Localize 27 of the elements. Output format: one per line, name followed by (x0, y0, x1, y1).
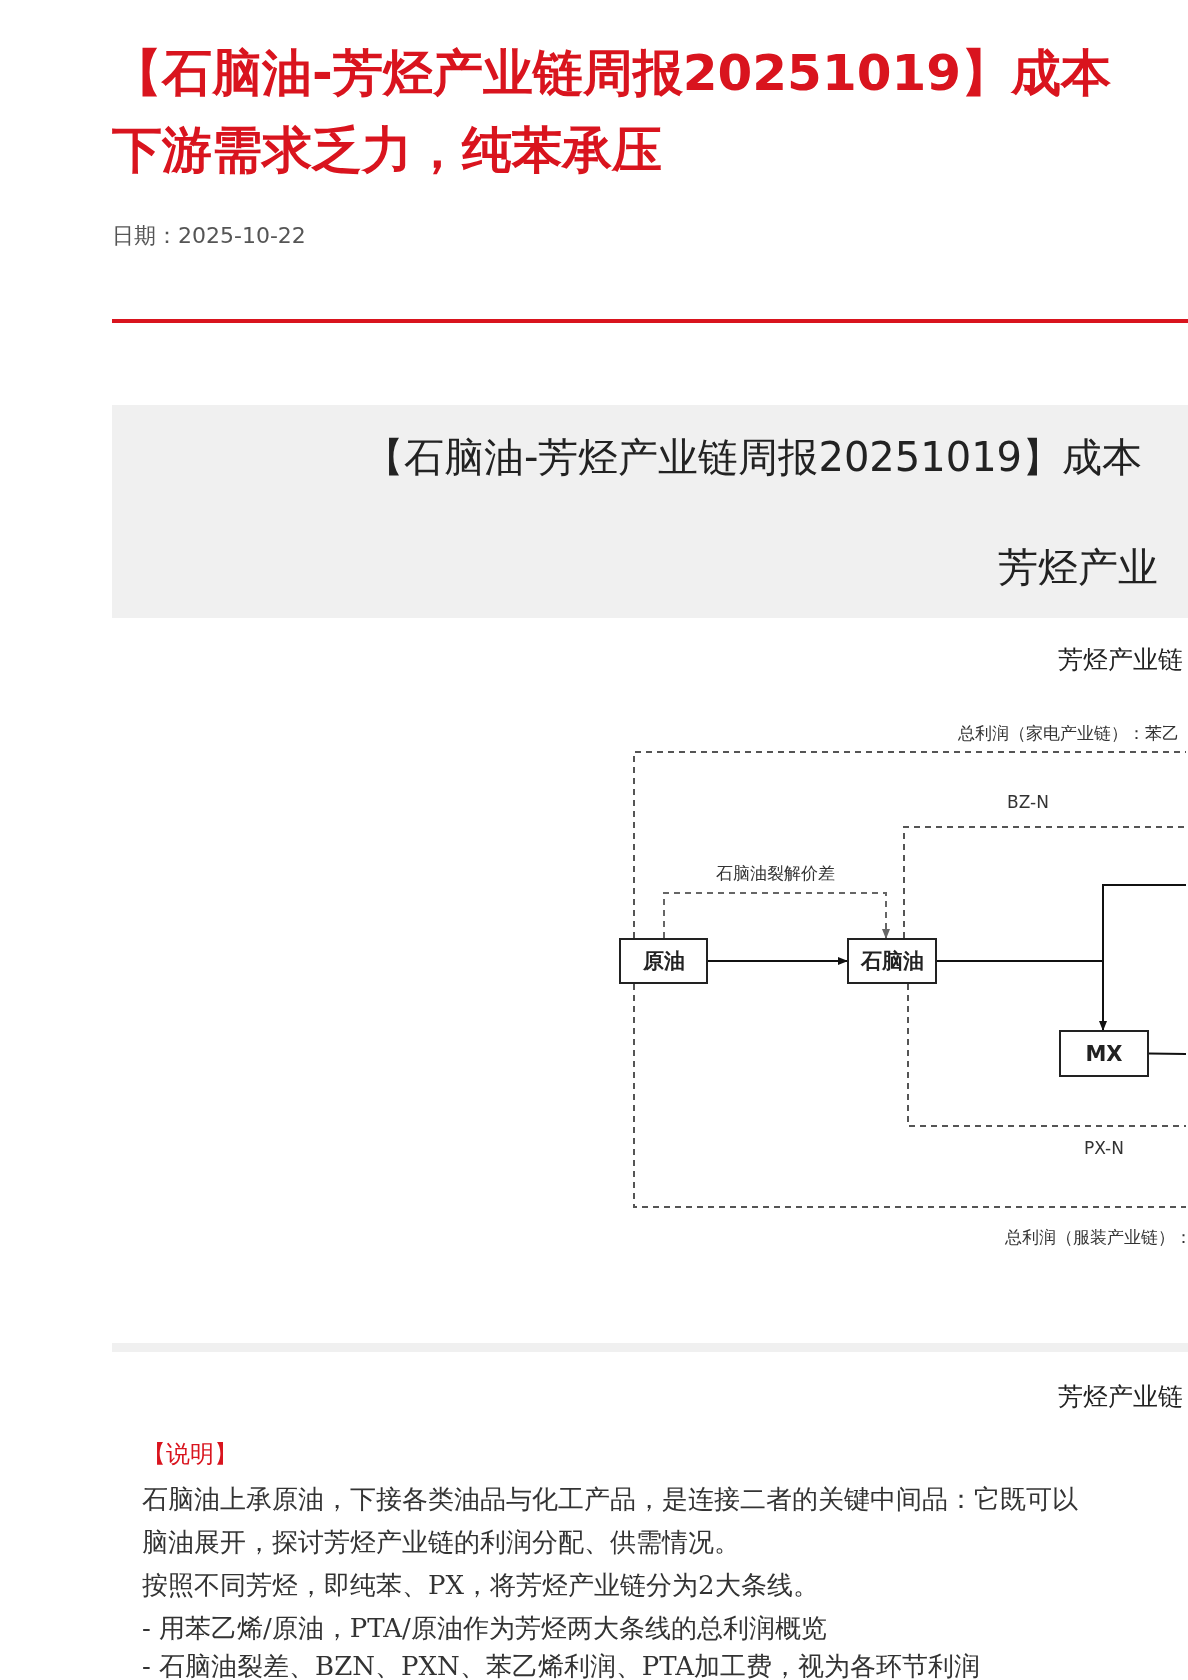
page-title: 【石脑油-芳烃产业链周报20251019】成本 (112, 43, 1112, 104)
process-box: 原油 (619, 938, 708, 984)
figure-title: 芳烃产业链 (1058, 1382, 1183, 1412)
arrow (663, 892, 890, 939)
edge-label: 石脑油裂解价差 (713, 862, 837, 885)
process-box: 石脑油 (847, 938, 937, 984)
connector-line (1148, 1052, 1187, 1055)
process-box: MX (1059, 1030, 1149, 1077)
connector-line (903, 826, 1187, 939)
body-text: 石脑油上承原油，下接各类油品与化工产品，是连接二者的关键中间品：它既可以 (142, 1484, 1078, 1516)
section-heading: 【说明】 (142, 1440, 238, 1469)
banner-subtitle: 芳烃产业 (998, 543, 1158, 591)
connector-line (907, 983, 1187, 1127)
connector-line (936, 884, 1187, 962)
edge-label: 总利润（家电产业链）：苯乙 (955, 722, 1181, 745)
body-text: 按照不同芳烃，即纯苯、PX，将芳烃产业链分为2大条线。 (142, 1570, 819, 1602)
connector-line (633, 983, 1187, 1208)
connector-line (633, 751, 1187, 939)
arrow (707, 957, 848, 965)
body-text: - 用苯乙烯/原油，PTA/原油作为芳烃两大条线的总利润概览 (142, 1613, 827, 1645)
edge-label: 总利润（服装产业链）： (1002, 1226, 1188, 1249)
figure-title: 芳烃产业链 (1058, 645, 1183, 675)
body-text: - 石脑油裂差、BZN、PXN、苯乙烯利润、PTA加工费，视为各环节利润 (142, 1651, 980, 1680)
date-text: 日期：2025-10-22 (112, 223, 306, 250)
title-text: 下游需求乏力，纯苯承压 (112, 120, 662, 180)
banner-title: 【石脑油-芳烃产业链周报20251019】成本 (364, 433, 1143, 481)
body-text: 脑油展开，探讨芳烃产业链的利润分配、供需情况。 (142, 1527, 740, 1559)
